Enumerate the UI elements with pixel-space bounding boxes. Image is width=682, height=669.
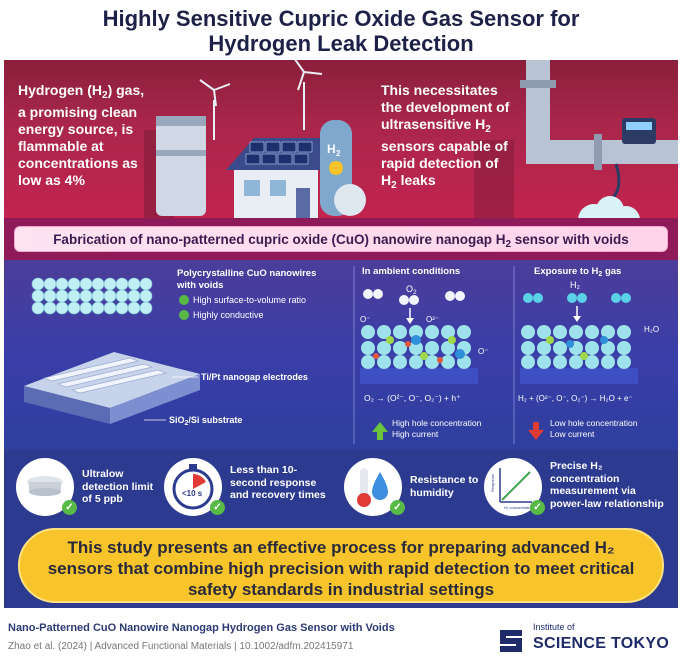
conclusion-line-3: safety standards in industrial settings (187, 580, 495, 599)
tank-h2-label: H (327, 142, 336, 156)
check-icon: ✓ (390, 500, 405, 515)
feature-detection-limit: Ultralow detection limit of 5 ppb (82, 468, 154, 505)
conclusion-line-2: sensors that combine high precision with… (47, 559, 635, 578)
ion-label-3: O⁻ (478, 347, 489, 356)
ion-label-1: O⁻ (360, 315, 371, 324)
section-banner: Fabrication of nano-patterned cupric oxi… (4, 218, 678, 260)
hydrogen-molecule-icon (523, 293, 631, 303)
bullet-surface-ratio: High surface-to-volume ratio (193, 295, 307, 305)
svg-text:2: 2 (336, 149, 341, 158)
features-row: ✓ Ultralow detection limit of 5 ppb <10 … (4, 450, 678, 526)
exposure-equation: H₂ + (O²⁻, O⁻, O₂⁻) → H₂O + e⁻ (518, 394, 633, 403)
exposure-result-1: Low hole concentration (550, 418, 638, 428)
feature-response-time: Less than 10-second response and recover… (230, 464, 326, 501)
pipe-icon (520, 60, 678, 202)
nanowire-bundle-icon (31, 277, 153, 315)
logo-name: SCIENCE TOKYO (533, 635, 670, 652)
device-substrate-icon (24, 352, 200, 424)
wind-turbine-icon (199, 60, 323, 140)
title-line-2: Hydrogen Leak Detection (208, 31, 474, 56)
banner-label: Fabrication of nano-patterned cupric oxi… (14, 226, 668, 252)
ambient-heading: In ambient conditions (362, 266, 461, 277)
mechanism-illustration (24, 266, 638, 444)
bullet-conductive: Highly conductive (193, 310, 264, 320)
hero-left-text: Hydrogen (H2) gas, a promising clean ene… (18, 82, 145, 188)
feature-humidity: Resistance to humidity (410, 474, 479, 499)
arrow-down-icon (528, 422, 544, 440)
institute-logo-icon (500, 630, 522, 652)
feature-power-law: Precise H₂ concentration measurement via… (550, 460, 664, 510)
footer: Nano-Patterned CuO Nanowire Nanogap Hydr… (0, 608, 682, 669)
o2-label: O2 (406, 284, 417, 296)
conclusion-line-1: This study presents an effective process… (67, 538, 615, 557)
conclusion-pill: This study presents an effective process… (18, 528, 664, 603)
page-title: Highly Sensitive Cupric Oxide Gas Sensor… (0, 6, 682, 56)
nanowire-title: Polycrystalline CuO nanowires with voids (177, 268, 317, 291)
check-icon: ✓ (210, 500, 225, 515)
h2-label: H₂ (570, 280, 580, 290)
mechanism-panel: Polycrystalline CuO nanowires with voids… (4, 260, 678, 450)
logo-subtitle: Institute of (533, 622, 575, 632)
exposure-result-2: Low current (550, 429, 595, 439)
citation: Zhao et al. (2024) | Advanced Functional… (8, 641, 354, 652)
check-icon: ✓ (62, 500, 77, 515)
electrodes-label: Ti/Pt nanogap electrodes (201, 372, 308, 382)
conclusion-panel: This study presents an effective process… (4, 526, 678, 608)
ion-label-2: O²⁻ (426, 315, 440, 324)
hero-right-text: This necessitates the development of ult… (381, 82, 510, 191)
oxygen-molecule-icon (363, 289, 465, 305)
ambient-lattice-icon (360, 325, 478, 384)
ambient-equation: O₂ → (O²⁻, O⁻, O₂⁻) + h⁺ (364, 393, 461, 403)
arrow-up-icon (372, 422, 388, 440)
hero-illustration: H 2 (144, 60, 678, 218)
title-line-1: Highly Sensitive Cupric Oxide Gas Sensor… (102, 6, 580, 31)
ambient-result-1: High hole concentration (392, 418, 482, 428)
svg-text:H₂ concentration: H₂ concentration (504, 505, 534, 510)
h2o-label: H₂O (644, 325, 660, 334)
house-icon (226, 138, 320, 218)
ambient-result-2: High current (392, 429, 439, 439)
substrate-label: SiO2/Si substrate (169, 415, 243, 427)
svg-text:Response: Response (490, 473, 495, 492)
svg-text:<10 s: <10 s (182, 489, 203, 498)
gas-leak-cloud-icon (578, 196, 640, 218)
exposure-lattice-icon (520, 325, 638, 384)
check-icon: ✓ (530, 500, 545, 515)
paper-title: Nano-Patterned CuO Nanowire Nanogap Hydr… (8, 622, 395, 634)
hero-panel: H 2 (4, 60, 678, 218)
exposure-heading: Exposure to H2 gas (534, 266, 622, 278)
